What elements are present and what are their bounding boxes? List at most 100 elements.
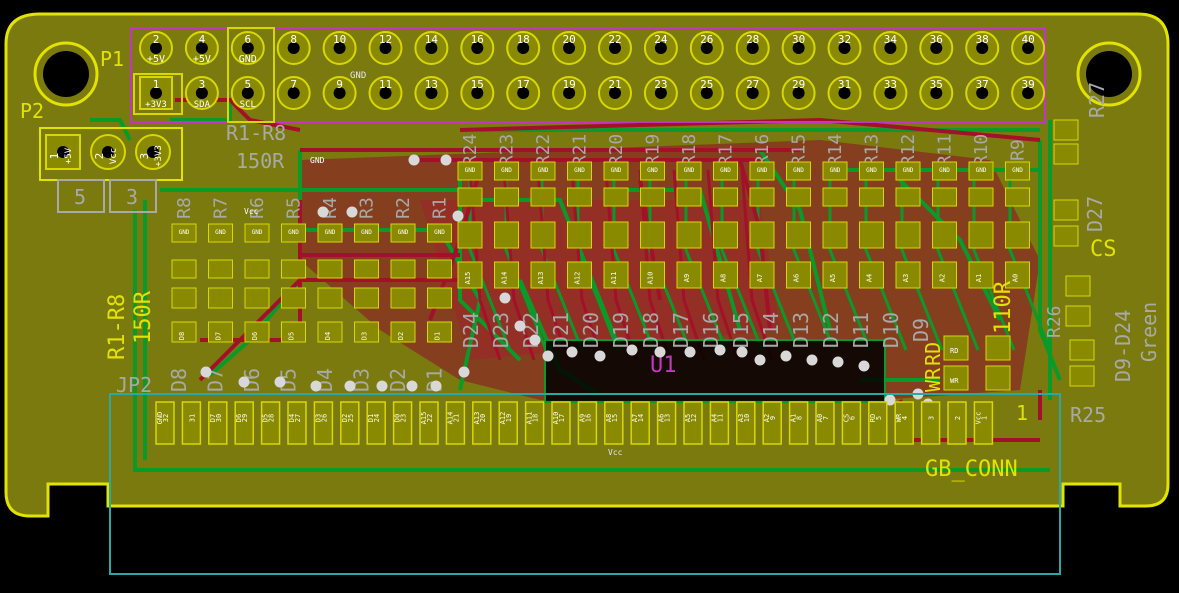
gb-conn-pin[interactable] (366, 401, 386, 445)
gb-pin-number: 8 (796, 416, 804, 420)
led-pad (567, 261, 592, 289)
led-pad (494, 261, 519, 289)
gb-conn-pin[interactable] (788, 401, 809, 445)
gb-conn-pin[interactable] (155, 401, 175, 445)
gb-conn-pin[interactable] (815, 401, 835, 445)
led-pad-net: A14 (501, 272, 509, 285)
gb-conn-pin[interactable] (208, 401, 228, 445)
resistor-pad (494, 187, 519, 207)
gb-conn-pin[interactable] (498, 401, 518, 445)
gb-pin-number: 27 (294, 414, 302, 422)
gb-conn-pin[interactable] (920, 401, 941, 445)
gb-conn-pin[interactable] (630, 401, 650, 445)
right-small-pads (1053, 119, 1095, 387)
gb-conn-pin[interactable] (604, 401, 624, 445)
gb-conn-pin[interactable] (392, 401, 413, 445)
gb-pin-number: 12 (690, 414, 698, 422)
gb-conn-pin[interactable] (841, 401, 862, 445)
gb-pin-net: A2 (763, 414, 771, 422)
led-ref: D11 (849, 312, 873, 348)
gb-conn-pin[interactable] (868, 401, 888, 445)
resistor-pad (390, 259, 416, 279)
resistor-row-left: R8GNDD8R7GNDD7R6GNDD6R5GNDD5R4GNDD4R3GND… (171, 197, 452, 343)
led-pad (427, 321, 452, 343)
header-pin-square[interactable] (139, 76, 173, 110)
resistor-ref: R1 (430, 197, 451, 219)
header-pin-number: 35 (930, 78, 943, 91)
gb-conn-pin[interactable] (287, 401, 307, 445)
resistor-pad (822, 161, 848, 181)
gb-conn-pin[interactable] (894, 401, 914, 445)
header-pin-number: 23 (654, 78, 667, 91)
gb-pin-number: 6 (848, 416, 856, 420)
header-pin-number: 27 (746, 78, 759, 91)
gb-pin-net: A4 (710, 414, 718, 422)
resistor-pad-net: GND (252, 229, 263, 236)
gb-conn-pin[interactable] (313, 401, 334, 445)
resistor-pad (208, 223, 233, 243)
resistor-pad (457, 161, 483, 181)
resistor-ref: R24 (460, 134, 481, 167)
led-pad (354, 321, 379, 343)
header-pin-number: 33 (884, 78, 897, 91)
gb-pin-net: CS (842, 414, 850, 422)
header-pin-number: 36 (930, 33, 943, 46)
gb-pin-number: 26 (320, 414, 328, 422)
resistor-pad (786, 187, 811, 207)
led-pad (427, 287, 452, 309)
gb-pin-number: 20 (479, 414, 487, 422)
led-pad (786, 221, 811, 249)
gb-conn-pin[interactable] (181, 401, 202, 445)
led-pad-net: A3 (902, 274, 910, 282)
gb-conn-pin[interactable] (709, 401, 730, 445)
led-pad (713, 221, 738, 249)
resistor-pad (244, 259, 270, 279)
gb-conn-pin[interactable] (736, 401, 756, 445)
resistor-pad (895, 161, 921, 181)
gb-pin-net: D4 (288, 414, 296, 422)
resistor-pad (859, 187, 884, 207)
gb-pin-number: 30 (215, 414, 223, 422)
led-pad (567, 221, 592, 249)
gb-pin-net: A1 (790, 414, 798, 422)
resistor-pad-net: GND (1012, 167, 1023, 174)
resistor-pad-net: GND (866, 167, 877, 174)
gb-conn-pin[interactable] (656, 401, 677, 445)
header-pin-number: 21 (608, 78, 621, 91)
gb-conn-pin[interactable] (947, 401, 967, 445)
header-pin-number: 32 (838, 33, 851, 46)
ic-u1-ref: U1 (650, 353, 677, 378)
gb-conn-pin[interactable] (524, 401, 545, 445)
gb-conn-pin[interactable] (260, 401, 281, 445)
gb-conn-pin[interactable] (762, 401, 782, 445)
led-ref: D21 (549, 312, 573, 348)
resistor-pad-net: GND (398, 229, 409, 236)
gb-conn-pin[interactable] (551, 401, 571, 445)
gb-conn-pin[interactable] (472, 401, 492, 445)
resistor-pad (932, 187, 957, 207)
gb-conn-pin[interactable] (577, 401, 598, 445)
mounting-hole-left (33, 41, 99, 107)
gb-conn-pin[interactable] (445, 401, 466, 445)
led-ref: D10 (879, 312, 903, 348)
gb-conn-pin[interactable] (340, 401, 360, 445)
led-pad-ref: D2 (397, 332, 405, 340)
gb-conn-pin[interactable] (419, 401, 439, 445)
r27-label: R27 (1085, 82, 1109, 118)
led-pad-ref: D7 (215, 332, 223, 340)
resistor-pad (244, 223, 270, 243)
gb-conn-pin[interactable] (234, 401, 254, 445)
led-pad (932, 261, 957, 289)
gb-pin-number: 28 (268, 414, 276, 422)
gb-conn-pin[interactable] (973, 401, 994, 445)
resistor-pad-net: GND (215, 229, 226, 236)
small-pad (1065, 275, 1091, 297)
led-pad (859, 221, 884, 249)
gb-pin-net: A10 (552, 412, 560, 425)
resistor-pad-net: GND (720, 167, 731, 174)
led-pad (244, 321, 270, 343)
header-gnd-trace-label: GND (350, 71, 366, 81)
gb-conn-pin[interactable] (683, 401, 703, 445)
